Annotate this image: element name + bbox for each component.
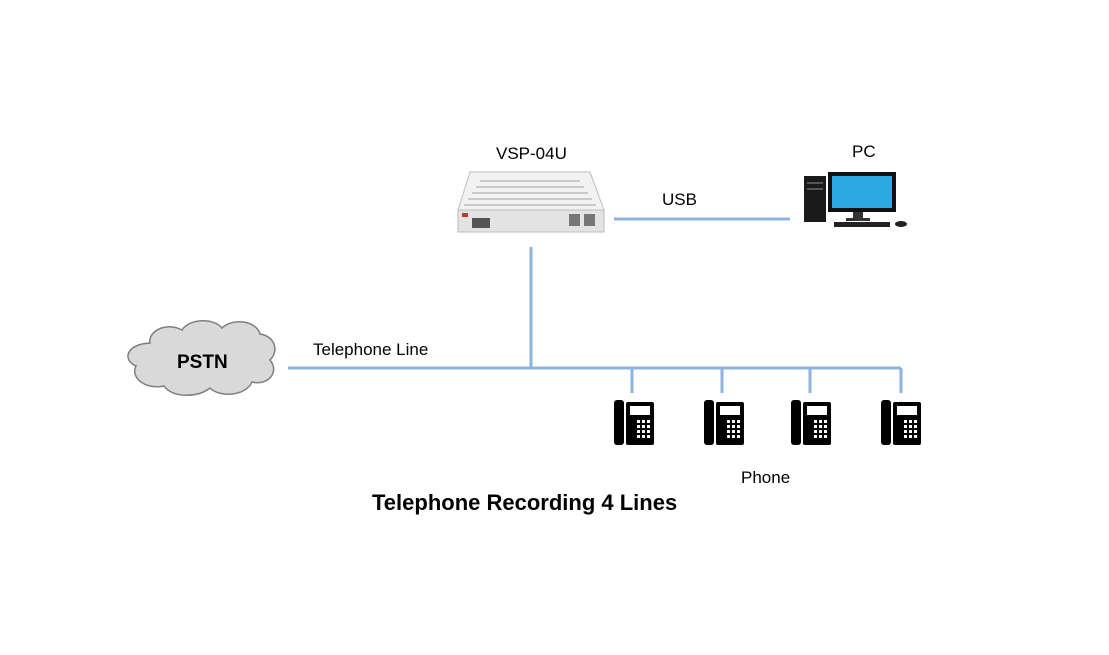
phone-icon-4 xyxy=(881,400,921,445)
usb-label: USB xyxy=(662,190,697,209)
pc-label: PC xyxy=(852,142,876,161)
phones-group xyxy=(614,400,921,445)
pc-icon xyxy=(804,172,907,227)
recorder-label: VSP-04U xyxy=(496,144,567,163)
recorder-device-icon xyxy=(457,171,605,233)
phone-icon-2 xyxy=(704,400,744,445)
phone-icon-3 xyxy=(791,400,831,445)
connection-lines xyxy=(288,217,903,393)
pstn-label: PSTN xyxy=(177,352,228,373)
telephone-line-label: Telephone Line xyxy=(313,340,429,359)
pstn-cloud-icon xyxy=(127,320,276,396)
phone-icon-1 xyxy=(614,400,654,445)
diagram-title: Telephone Recording 4 Lines xyxy=(372,490,678,515)
phone-label: Phone xyxy=(741,468,791,487)
